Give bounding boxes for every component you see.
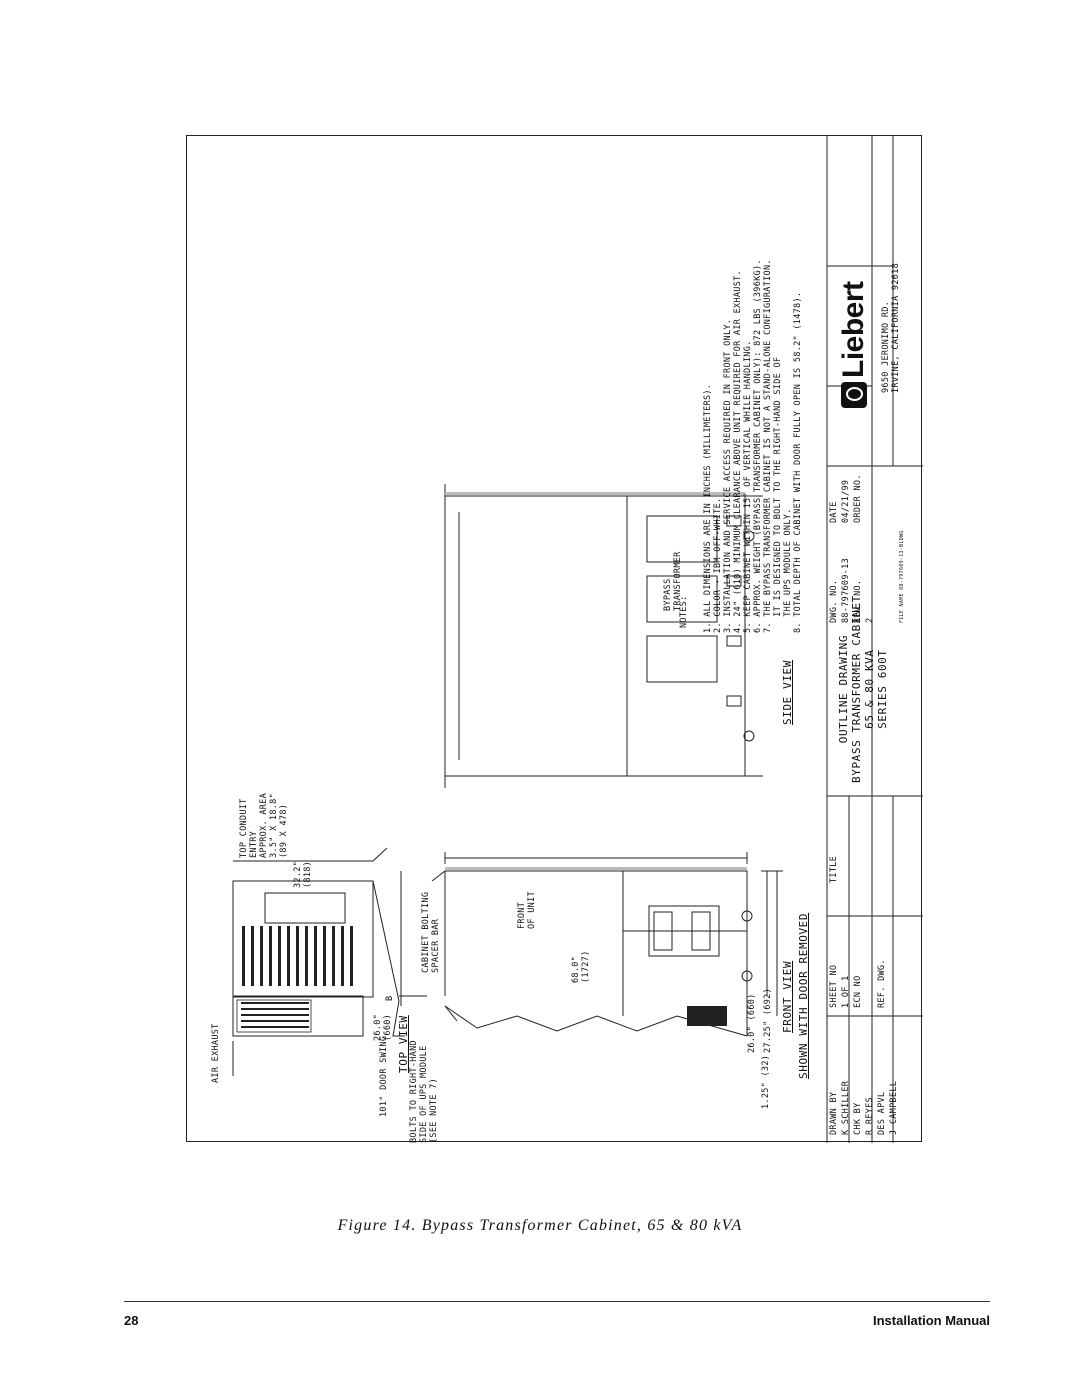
drawing-title: OUTLINE DRAWING BYPASS TRANSFORMER CABIN… — [837, 595, 889, 783]
dim-26-0-front-label: 26.0" (660) — [747, 993, 757, 1053]
liebert-logo-mark-icon — [841, 382, 867, 408]
cabinet-bolting-label: CABINET BOLTING SPACER BAR — [421, 891, 441, 973]
des-apvl-label: DES APVL — [877, 1091, 887, 1135]
drawing-frame: AIR EXHAUST 101° DOOR SWING BOLTS TO RIG… — [186, 135, 923, 1143]
rotated-drawing-text: AIR EXHAUST 101° DOOR SWING BOLTS TO RIG… — [187, 136, 923, 1143]
dim-125-label: 1.25" (32) — [761, 1054, 771, 1109]
drawn-by-label: DRAWN BY — [829, 1091, 839, 1135]
rev-no-value: 2 — [865, 617, 875, 623]
ref-dwg-label: REF. DWG. — [877, 959, 887, 1008]
shown-with-door-removed-title: SHOWN WITH DOOR REMOVED — [797, 912, 810, 1079]
top-view-title: TOP VIEW — [397, 1015, 410, 1073]
bolts-note-label: BOLTS TO RIGHT-HAND SIDE OF UPS MODULE (… — [409, 1040, 439, 1143]
note-7-cont-2: THE UPS MODULE ONLY. — [783, 508, 793, 633]
file-name: FILE NAME 88-797609-13-BLDWG — [899, 530, 905, 623]
chk-by-value: R REYES — [865, 1097, 875, 1135]
dwg-no-value: 88-797609-13 — [841, 557, 851, 623]
dim-27-25-label: 27.25" (692) — [763, 987, 773, 1053]
marker-b: B — [385, 995, 395, 1001]
dwg-no-label: DWG. NO. — [829, 579, 839, 623]
manual-title: Installation Manual — [872, 1313, 990, 1328]
liebert-wordmark: Liebert — [837, 281, 870, 378]
notes-heading: NOTES: — [679, 595, 689, 628]
liebert-logo: Liebert — [837, 281, 871, 408]
note-7: 7. THE BYPASS TRANSFORMER CABINET IS NOT… — [763, 259, 773, 633]
ecn-no-label: ECN NO — [853, 975, 863, 1008]
sheet-no-label: SHEET NO — [829, 964, 839, 1008]
note-8: 8. TOTAL DEPTH OF CABINET WITH DOOR FULL… — [793, 291, 803, 633]
dim-26-0-top-label: 26.0" (660) — [373, 1013, 393, 1041]
company-address: 9650 JERONIMO RD. IRVINE, CALIFORNIA 926… — [881, 262, 901, 393]
top-conduit-label: TOP CONDUIT ENTRY APPROX. AREA 3.5" X 18… — [239, 792, 289, 858]
outline-drawing-linework — [232, 136, 923, 1143]
sheet-no-value: 1 OF 1 — [841, 975, 851, 1008]
note-1: 1. ALL DIMENSIONS ARE IN INCHES (MILLIME… — [703, 383, 713, 633]
note-2: 2. COLOR - IBM OFF-WHITE. — [713, 497, 723, 633]
dim-68-0-label: 68.0" (1727) — [571, 950, 591, 983]
note-6: 6. APPROX. WEIGHT (BYPASS TRANSFORMER CA… — [753, 259, 763, 633]
front-view-title: FRONT VIEW — [781, 960, 794, 1033]
date-value: 04/21/99 — [841, 479, 851, 523]
note-4: 4. 24" (610) MINIMUM CLEARANCE ABOVE UNI… — [733, 270, 743, 633]
title-label: TITLE — [829, 855, 839, 883]
side-view-title: SIDE VIEW — [781, 659, 794, 725]
note-5: 5. KEEP CABINET WITHIN 15° OF VERTICAL W… — [743, 340, 753, 633]
note-3: 3. INSTALLATION AND SERVICE ACCESS REQUI… — [723, 318, 733, 633]
order-no-label: ORDER NO. — [853, 474, 863, 523]
note-7-cont-1: IT IS DESIGNED TO BOLT TO THE RIGHT-HAND… — [773, 356, 783, 633]
date-label: DATE — [829, 501, 839, 523]
figure-caption: Figure 14. Bypass Transformer Cabinet, 6… — [337, 1217, 743, 1234]
page-number: 28 — [124, 1313, 139, 1328]
dim-32-2-label: 32.2" (818) — [293, 860, 313, 888]
chk-by-label: CHK BY — [853, 1102, 863, 1135]
footer-rule — [124, 1301, 990, 1302]
des-apvl-value: J CAMPBELL — [889, 1080, 899, 1135]
door-swing-label: 101° DOOR SWING — [379, 1035, 389, 1117]
front-of-unit-label: FRONT OF UNIT — [517, 891, 537, 929]
rev-no-label: REV. NO. — [853, 579, 863, 623]
air-exhaust-label: AIR EXHAUST — [211, 1023, 221, 1083]
drawn-by-value: K SCHILLER — [841, 1080, 851, 1135]
